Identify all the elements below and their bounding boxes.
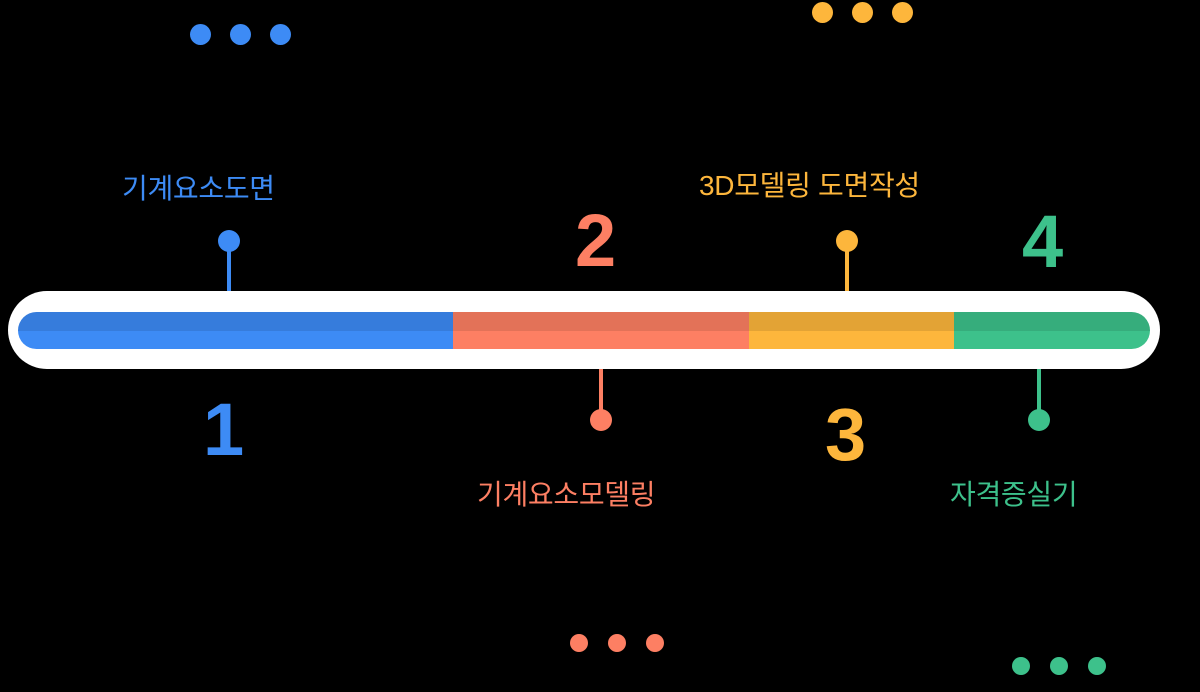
step-number-2: 2 xyxy=(575,199,616,282)
dots-bottom-left xyxy=(570,634,664,652)
step-label-4: 자격증실기 xyxy=(950,479,1078,510)
connector-stem xyxy=(599,342,603,420)
connector-knob xyxy=(590,409,612,431)
connector-step-2 xyxy=(590,342,612,431)
step-label-1: 기계요소도면 xyxy=(122,173,275,204)
progress-segment-1[interactable] xyxy=(18,312,453,349)
decorative-dot xyxy=(1050,657,1068,675)
decorative-dot xyxy=(570,634,588,652)
step-number-4: 4 xyxy=(1022,200,1063,283)
dots-top-right xyxy=(812,2,913,23)
decorative-dot xyxy=(230,24,251,45)
connector-stem xyxy=(1037,342,1041,420)
connector-knob xyxy=(836,230,858,252)
step-label-3: 3D모델링 도면작성 xyxy=(699,170,920,201)
connector-knob xyxy=(1028,409,1050,431)
connector-step-4 xyxy=(1028,342,1050,431)
connector-step-1 xyxy=(218,230,240,319)
progress-segment-4[interactable] xyxy=(954,312,1150,349)
decorative-dot xyxy=(852,2,873,23)
step-number-3: 3 xyxy=(825,393,866,476)
connector-knob xyxy=(218,230,240,252)
decorative-dot xyxy=(270,24,291,45)
dots-top-left xyxy=(190,24,291,45)
decorative-dot xyxy=(1012,657,1030,675)
decorative-dot xyxy=(190,24,211,45)
connector-stem xyxy=(845,241,849,319)
connector-step-3 xyxy=(836,230,858,319)
decorative-dot xyxy=(812,2,833,23)
decorative-dot xyxy=(646,634,664,652)
connector-stem xyxy=(227,241,231,319)
dots-bottom-right xyxy=(1012,657,1106,675)
step-number-1: 1 xyxy=(203,388,244,471)
decorative-dot xyxy=(892,2,913,23)
progress-segment-2[interactable] xyxy=(452,312,750,349)
progress-bar xyxy=(18,312,1150,349)
decorative-dot xyxy=(608,634,626,652)
progress-segment-3[interactable] xyxy=(749,312,955,349)
decorative-dot xyxy=(1088,657,1106,675)
step-label-2: 기계요소모델링 xyxy=(477,479,656,510)
